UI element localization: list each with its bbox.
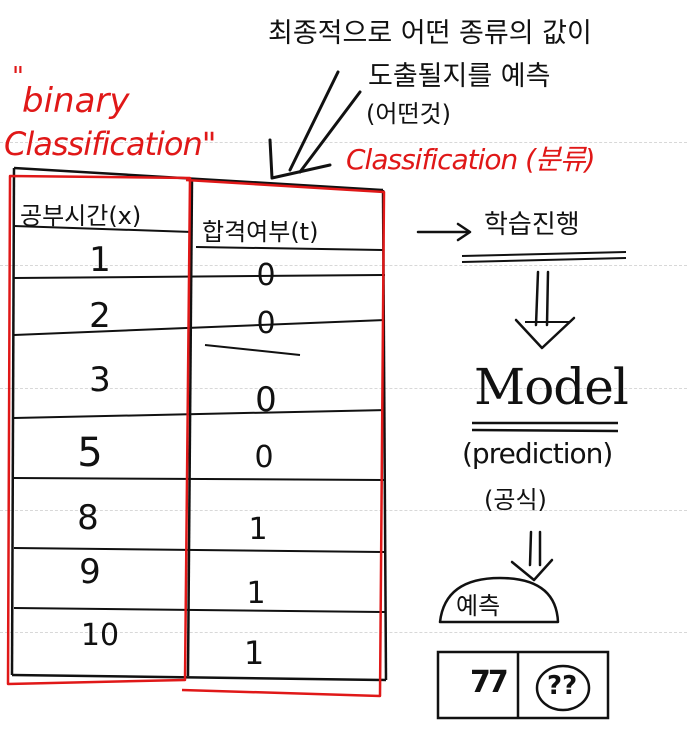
- table-cell-pass: 1: [248, 512, 268, 547]
- ruled-line: [0, 265, 687, 266]
- table-header-pass: 합격여부(t): [202, 218, 319, 246]
- box-right-value: ??: [547, 671, 578, 701]
- formula-label: (공식): [484, 486, 547, 514]
- model-label: Model: [474, 358, 629, 416]
- binary-quote: ": [12, 62, 24, 92]
- table-cell-hours: 9: [79, 552, 101, 592]
- table-cell-pass: 0: [255, 380, 277, 420]
- top-note-line1: 최종적으로 어떤 종류의 값이: [268, 18, 592, 49]
- learning-label: 학습진행: [484, 210, 580, 240]
- ruled-line: [0, 388, 687, 389]
- table-cell-hours: 2: [89, 296, 111, 336]
- table-cell-pass: 0: [256, 306, 276, 341]
- top-note-line3: (어떤것): [366, 100, 451, 128]
- table-cell-hours: 10: [80, 618, 120, 653]
- table-cell-pass: 1: [246, 576, 266, 611]
- prediction-label: (prediction): [462, 437, 613, 470]
- binary-label: binary: [22, 81, 130, 121]
- table-cell-hours: 3: [89, 360, 111, 400]
- table-cell-hours: 5: [77, 430, 103, 476]
- predict-label: 예측: [456, 592, 501, 620]
- box-left-value: 77: [470, 665, 509, 700]
- ruled-line: [0, 632, 687, 633]
- top-note-line2: 도출될지를 예측: [368, 61, 551, 92]
- classification-right-label: Classification (분류): [346, 143, 596, 176]
- table-cell-hours: 8: [77, 498, 99, 538]
- ruled-line: [0, 510, 687, 511]
- table-cell-pass: 0: [254, 440, 274, 475]
- table-cell-pass: 1: [243, 634, 265, 672]
- table-cell-hours: 1: [89, 240, 111, 280]
- table-header-study-time: 공부시간(x): [20, 202, 142, 230]
- table-cell-pass: 0: [256, 258, 276, 293]
- classification-label: Classification": [4, 125, 216, 163]
- ruled-line: [0, 142, 687, 143]
